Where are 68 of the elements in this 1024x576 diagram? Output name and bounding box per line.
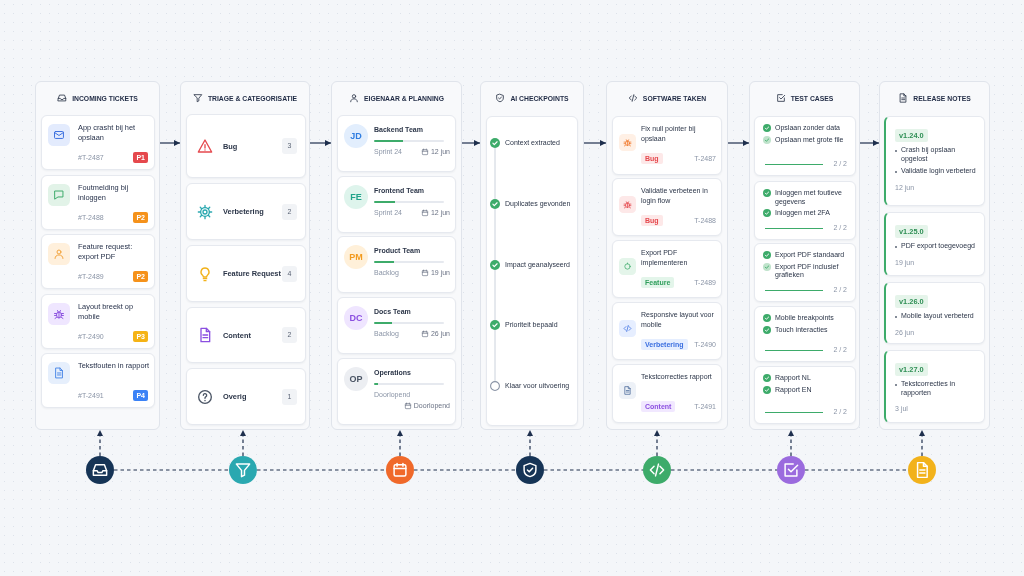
avatar: OP: [344, 367, 368, 391]
inbox-icon: [86, 456, 114, 484]
dashed-line: [670, 469, 778, 471]
task-card: [612, 240, 722, 298]
category-card: [186, 307, 306, 363]
category-card: [186, 368, 306, 425]
owner-card: [337, 358, 456, 425]
shield-check-icon: [516, 456, 544, 484]
column-panel: [480, 81, 584, 430]
task-card: [612, 178, 722, 236]
owner-card: [337, 176, 456, 233]
arrow: [583, 140, 607, 146]
test-card: [754, 116, 856, 176]
release-card: [884, 350, 985, 423]
ticket-card: [41, 175, 155, 230]
dashed-arrow: [397, 429, 403, 457]
column-panel: [35, 81, 160, 430]
release-card: [884, 282, 985, 344]
category-card: [186, 114, 306, 178]
column-panel: [180, 81, 310, 430]
owner-card: [337, 236, 456, 293]
arrow: [159, 140, 181, 146]
checkbox-icon: [777, 456, 805, 484]
arrow: [461, 140, 481, 146]
task-card: [612, 302, 722, 360]
arrow: [859, 140, 880, 146]
owner-card: [337, 297, 456, 354]
dashed-arrow: [240, 429, 246, 457]
ticket-card: [41, 115, 155, 170]
dashed-arrow: [97, 429, 103, 457]
category-card: [186, 245, 306, 302]
dashed-arrow: [654, 429, 660, 457]
avatar: DC: [344, 306, 368, 330]
test-card: [754, 243, 856, 302]
owner-card: [337, 115, 456, 172]
ticket-card: [41, 353, 155, 408]
column-panel: [331, 81, 462, 430]
task-card: [612, 116, 722, 175]
dashed-line: [256, 469, 387, 471]
test-card: [754, 306, 856, 362]
ticket-card: [41, 234, 155, 289]
dashed-arrow: [919, 429, 925, 457]
filter-icon: [229, 456, 257, 484]
column-panel: [606, 81, 728, 430]
dashed-line: [804, 469, 909, 471]
avatar: PM: [344, 245, 368, 269]
task-card: [612, 364, 722, 423]
ticket-card: [41, 294, 155, 349]
release-card: [884, 212, 985, 276]
document-icon: [908, 456, 936, 484]
dashed-line: [413, 469, 517, 471]
checkpoint-panel: [486, 116, 578, 426]
avatar: JD: [344, 124, 368, 148]
category-card: [186, 183, 306, 240]
code-icon: [643, 456, 671, 484]
dashed-arrow: [527, 429, 533, 457]
test-card: [754, 181, 856, 240]
column-panel: [879, 81, 990, 430]
calendar-icon: [386, 456, 414, 484]
dashed-arrow: [788, 429, 794, 457]
dashed-line: [543, 469, 644, 471]
avatar: FE: [344, 185, 368, 209]
release-card: [884, 116, 985, 206]
arrow: [727, 140, 750, 146]
test-card: [754, 366, 856, 424]
column-panel: [749, 81, 860, 430]
dashed-line: [113, 469, 230, 471]
arrow: [309, 140, 332, 146]
